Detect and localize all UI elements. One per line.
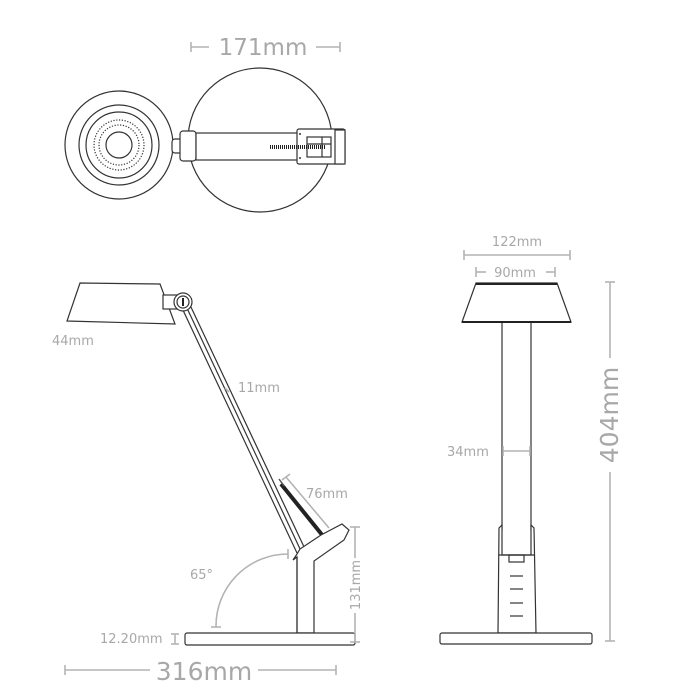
joint	[179, 130, 197, 162]
stem-sleeve	[497, 523, 537, 634]
shade-inner-label: 90mm	[494, 266, 536, 281]
total-height-label: 404mm	[595, 367, 624, 463]
dim-171: 171mm	[190, 35, 341, 61]
arm-top	[195, 132, 307, 161]
width-171-label: 171mm	[219, 35, 308, 61]
shade-height-label: 44mm	[52, 334, 94, 349]
stem-width-label: 34mm	[447, 445, 489, 460]
top-view: 171mm	[64, 35, 346, 213]
side-view: 44mm 11mm 76mm 65° 131mm 12.20mm 316mm	[52, 282, 364, 686]
angle-label: 65°	[190, 568, 213, 583]
arm-width-label: 11mm	[238, 381, 280, 396]
front-view: 122mm 90mm 34mm 40	[439, 235, 624, 645]
base-length-label: 316mm	[156, 657, 252, 686]
side-base	[184, 632, 356, 646]
front-base	[439, 632, 593, 645]
base-thickness-label: 12.20mm	[100, 632, 163, 647]
spring-length-label: 76mm	[306, 487, 348, 502]
shade-outer-label: 122mm	[492, 235, 542, 250]
stem-height-label: 131mm	[349, 560, 364, 610]
head-outer-circle	[64, 90, 174, 200]
shade-side	[66, 282, 176, 325]
shade-front	[461, 282, 572, 323]
